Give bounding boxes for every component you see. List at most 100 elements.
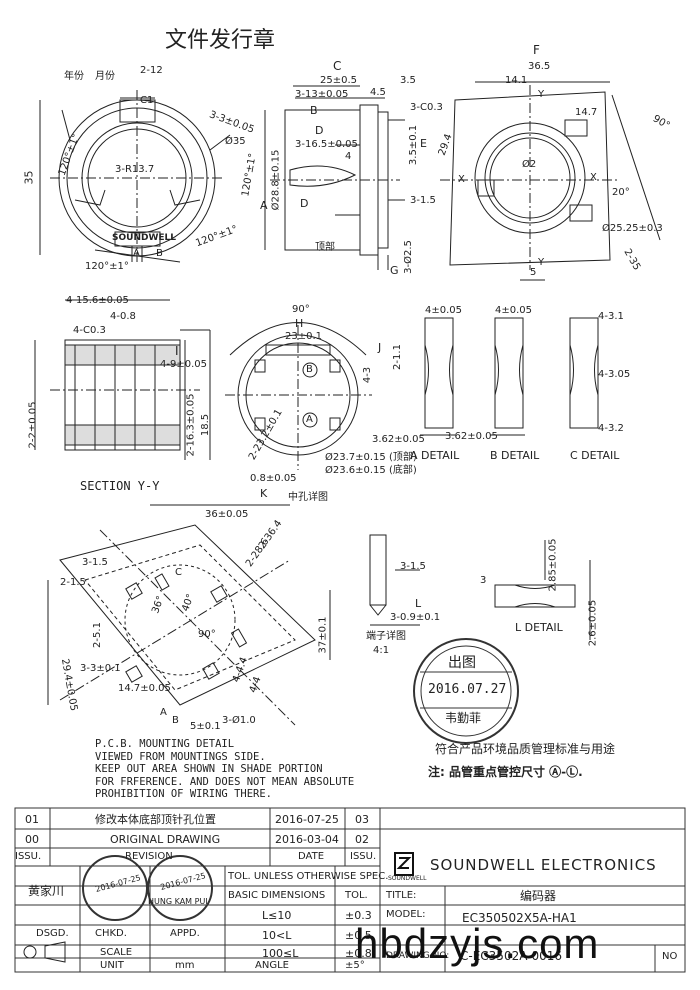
l-label: 2.6±0.05 <box>587 599 599 647</box>
right-label: Ø2 <box>522 159 537 170</box>
pcb-note-line: PROHIBITION OF WIRING THERE. <box>95 788 273 800</box>
pcb-label: 5±0.1 <box>190 721 221 732</box>
side-label: 3-13±0.05 <box>295 89 349 100</box>
right-label: X <box>590 172 597 183</box>
rev-header-issu-2: ISSU. <box>350 851 377 862</box>
side-label: D <box>315 124 324 137</box>
no-label: NO <box>662 951 678 962</box>
hole-label: 90° <box>292 304 310 315</box>
top-view-label-year: 年份 <box>64 71 84 82</box>
basic-dims: BASIC DIMENSIONS <box>228 890 326 901</box>
pcb-note-line: FOR FRFERENCE. AND DOES NOT MEAN ABSOLUT… <box>95 775 355 788</box>
side-label: 4.5 <box>370 87 386 98</box>
tol-col: TOL. <box>345 890 368 901</box>
terminal-detail <box>369 534 420 626</box>
rev0-no: 00 <box>25 833 39 846</box>
pcb-label: 37±0.1 <box>317 616 329 654</box>
hole-label: 2-1.1 <box>391 344 403 370</box>
right-label: 20° <box>612 187 630 198</box>
rev-header-revision: REVISION <box>125 851 173 862</box>
company-name: SOUNDWELL ELECTRONICS <box>430 856 657 874</box>
doc-title: 文件发行章 <box>165 28 276 53</box>
compliance-line-2: 注: 品管重点管控尺寸 Ⓐ-Ⓛ. <box>428 765 583 779</box>
top-view-ring <box>39 90 231 263</box>
hole-label: B <box>306 364 313 375</box>
title-block-frame <box>14 807 686 973</box>
side-label: B <box>310 104 318 117</box>
pcb-note-line: P.C.B. MOUNTING DETAIL <box>95 738 235 750</box>
label-dsgd: DSGD. <box>36 928 69 939</box>
top-view-pin-b: B <box>156 248 163 259</box>
tol-r2-val: ±0.5 <box>345 929 372 942</box>
side-label: D <box>300 197 309 210</box>
pcb-label: B <box>172 715 179 726</box>
section-title: SECTION Y-Y <box>80 479 160 493</box>
right-label: Y <box>538 89 545 100</box>
company-logo-text: SOUNDWELL <box>388 875 427 882</box>
section-label: 2-16.3±0.05 <box>185 393 197 457</box>
hole-label: 23±0.1 <box>285 331 323 342</box>
l-detail <box>494 540 591 640</box>
top-view-pin-a: A <box>133 248 140 259</box>
side-label: 25±0.5 <box>320 75 358 86</box>
side-view <box>264 85 405 270</box>
pcb-note-line: VIEWED FROM MOUNTINGS SIDE. <box>95 750 266 763</box>
rev1-date: 2016-07-25 <box>275 813 339 826</box>
title-stamps <box>82 855 213 921</box>
top-view-dim: 2-12 <box>140 65 163 76</box>
top-view-dim: 3-R13.7 <box>115 164 155 175</box>
tol-r2-dim: 10<L <box>262 929 292 942</box>
detail-label: 4-3.1 <box>598 311 624 322</box>
side-label: C <box>333 59 342 73</box>
label-scale: SCALE <box>100 947 133 958</box>
hole-label: 0.8±0.05 <box>250 473 297 484</box>
stamp-date: 2016.07.27 <box>428 682 507 697</box>
detail-label: 4±0.05 <box>425 305 463 316</box>
drawer-name: 黄家川 <box>28 884 65 898</box>
stamp-inner-name: HUNG KAM PUI <box>148 897 208 906</box>
stamp-name: 韦勤菲 <box>445 711 482 725</box>
label-unit: UNIT <box>100 960 124 971</box>
pcb-label: 3-3±0.1 <box>80 663 121 674</box>
hole-title: 中孔详图 <box>288 492 328 503</box>
detail-label: 4-3.2 <box>598 423 624 434</box>
top-view-dim: Ø35 <box>225 136 246 147</box>
hole-detail <box>225 322 372 470</box>
section-label: 4-C0.3 <box>73 325 106 336</box>
top-view-brand: SOUNDWELL <box>112 233 176 243</box>
tol-header: TOL. UNLESS OTHERWISE SPEC. <box>228 871 389 882</box>
section-view <box>34 299 211 460</box>
rev1-desc: 修改本体底部顶针孔位置 <box>95 813 216 826</box>
pcb-label: 2-1.5 <box>60 577 86 588</box>
tol-r3-val: ±0.8 <box>345 947 372 960</box>
hole-label: A <box>306 414 313 425</box>
company-logo <box>394 852 414 876</box>
side-label: 3-Ø2.5 <box>402 240 414 274</box>
hole-label: H <box>295 317 304 330</box>
side-label: 3-1.5 <box>410 195 436 206</box>
pcb-view <box>47 504 331 726</box>
section-label: 4-15.6±0.05 <box>66 295 129 306</box>
drawing-value: C-EC3502A-0016 <box>460 949 563 963</box>
l-title: L DETAIL <box>515 621 563 634</box>
right-label: 5 <box>530 267 537 278</box>
hole-label: 4-3 <box>362 366 374 384</box>
detail-title-a: A DETAIL <box>410 449 460 462</box>
terminal-label: L <box>415 597 422 610</box>
rev-header-issu: ISSU. <box>15 851 42 862</box>
right-label: 14.7 <box>575 107 598 118</box>
top-view-dim: C1 <box>140 95 154 106</box>
tol-r4-val: ±5° <box>345 960 365 971</box>
top-view-dim: 35 <box>22 170 36 185</box>
detail-label: 4±0.05 <box>495 305 533 316</box>
side-label: 3.5 <box>400 75 416 86</box>
projection-symbol <box>23 941 66 963</box>
right-label: 36.5 <box>528 61 551 72</box>
watermark: hbdzyjs.com <box>355 920 600 967</box>
terminal-scale: 4:1 <box>373 645 390 656</box>
model-value: EC350502X5A-HA1 <box>462 911 577 925</box>
label-unit-mm: mm <box>175 960 195 971</box>
side-label: A <box>260 199 268 212</box>
right-label: X <box>458 174 465 185</box>
hole-label: Ø23.7±0.15 (顶部) <box>325 452 417 463</box>
